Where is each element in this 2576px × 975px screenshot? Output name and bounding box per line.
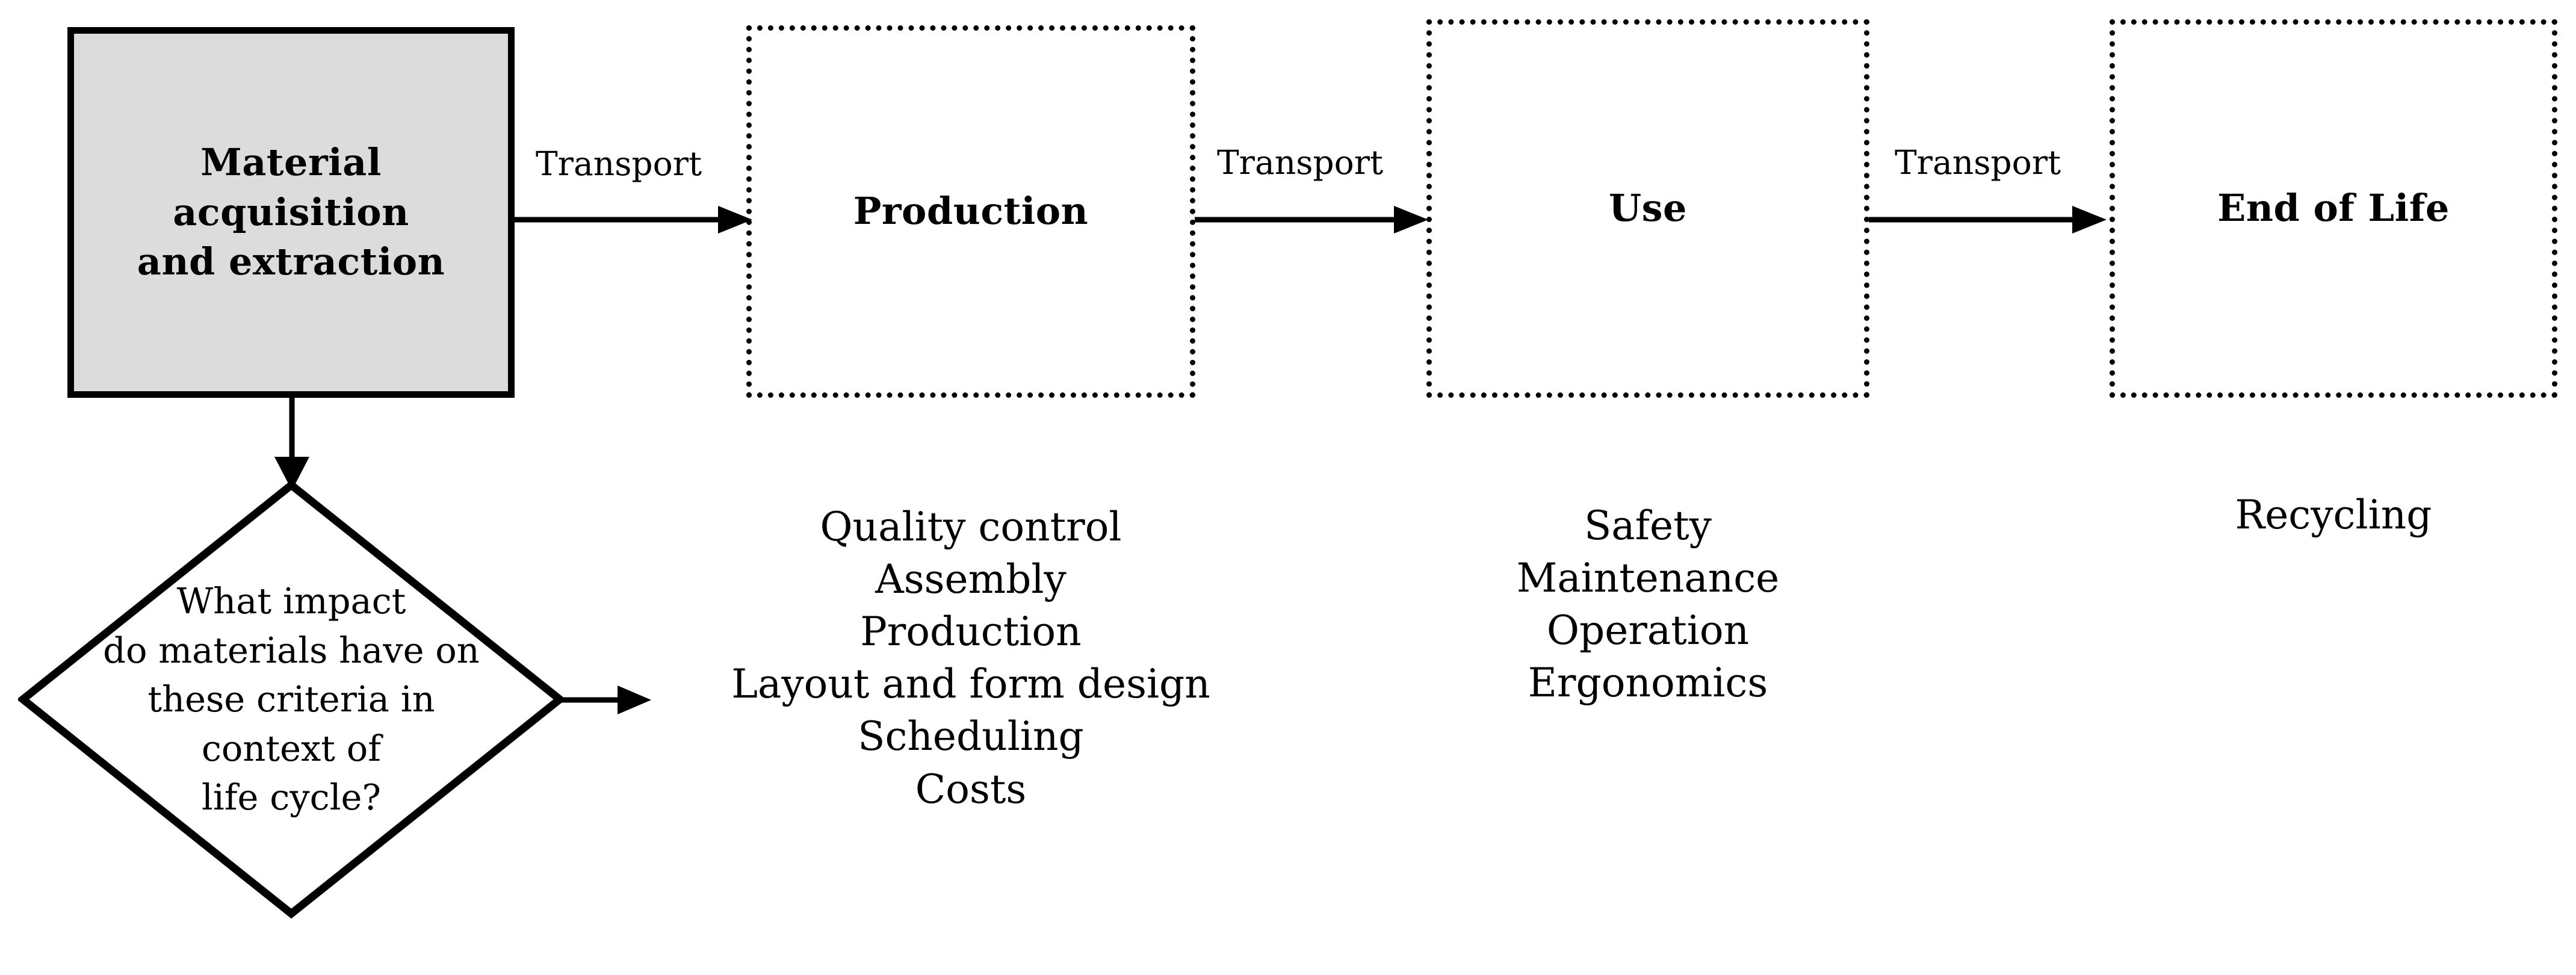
- stage-box-production[interactable]: Production: [746, 25, 1195, 398]
- criteria-item: Operation: [1546, 607, 1750, 654]
- stage-box-material-acquisition-label: Material acquisition and extraction: [137, 138, 445, 286]
- criteria-item: Assembly: [875, 556, 1067, 603]
- criteria-item: Ergonomics: [1528, 660, 1768, 707]
- criteria-item: Maintenance: [1516, 555, 1780, 602]
- arrow-transport-material-to-production: [515, 205, 755, 235]
- criteria-item: Recycling: [2235, 492, 2432, 538]
- transport-label-2: Transport: [1217, 143, 1384, 182]
- stage-box-material-acquisition-label-line: acquisition: [173, 190, 409, 234]
- stage-box-material-acquisition-label-line: Material: [200, 140, 382, 185]
- decision-diamond-label-line: these criteria in: [147, 678, 435, 720]
- criteria-item: Safety: [1584, 503, 1712, 549]
- stage-box-material-acquisition-label-line: and extraction: [137, 240, 445, 284]
- decision-diamond-label-line: context of: [201, 727, 382, 769]
- decision-diamond-impact-question[interactable]: What impact do materials have on these cri…: [18, 480, 565, 918]
- transport-label-1: Transport: [536, 144, 702, 183]
- stage-box-use-label: Use: [1609, 186, 1687, 231]
- stage-box-material-acquisition[interactable]: Material acquisition and extraction: [67, 27, 515, 398]
- criteria-item: Quality control: [820, 504, 1122, 550]
- decision-diamond-label: What impact do materials have on these cri…: [18, 480, 565, 918]
- criteria-item: Production: [860, 608, 1082, 655]
- criteria-item: Layout and form design: [731, 661, 1210, 708]
- decision-diamond-label-line: do materials have on: [103, 629, 480, 671]
- criteria-item: Costs: [915, 766, 1027, 812]
- arrow-decision-outflow: [555, 685, 654, 715]
- criteria-list-end-of-life: Recycling: [2093, 489, 2574, 541]
- arrow-transport-use-to-end-of-life: [1869, 205, 2116, 235]
- stage-box-end-of-life[interactable]: End of Life: [2110, 19, 2557, 398]
- arrow-material-to-decision: [265, 394, 319, 494]
- stage-box-production-label: Production: [853, 189, 1089, 234]
- arrow-transport-production-to-use: [1195, 205, 1435, 235]
- transport-label-3: Transport: [1895, 143, 2061, 182]
- criteria-item: Scheduling: [858, 713, 1084, 760]
- decision-diamond-label-line: life cycle?: [201, 776, 382, 819]
- decision-diamond-label-line: What impact: [176, 580, 406, 622]
- stage-box-use[interactable]: Use: [1426, 19, 1869, 398]
- stage-box-end-of-life-label: End of Life: [2217, 186, 2450, 231]
